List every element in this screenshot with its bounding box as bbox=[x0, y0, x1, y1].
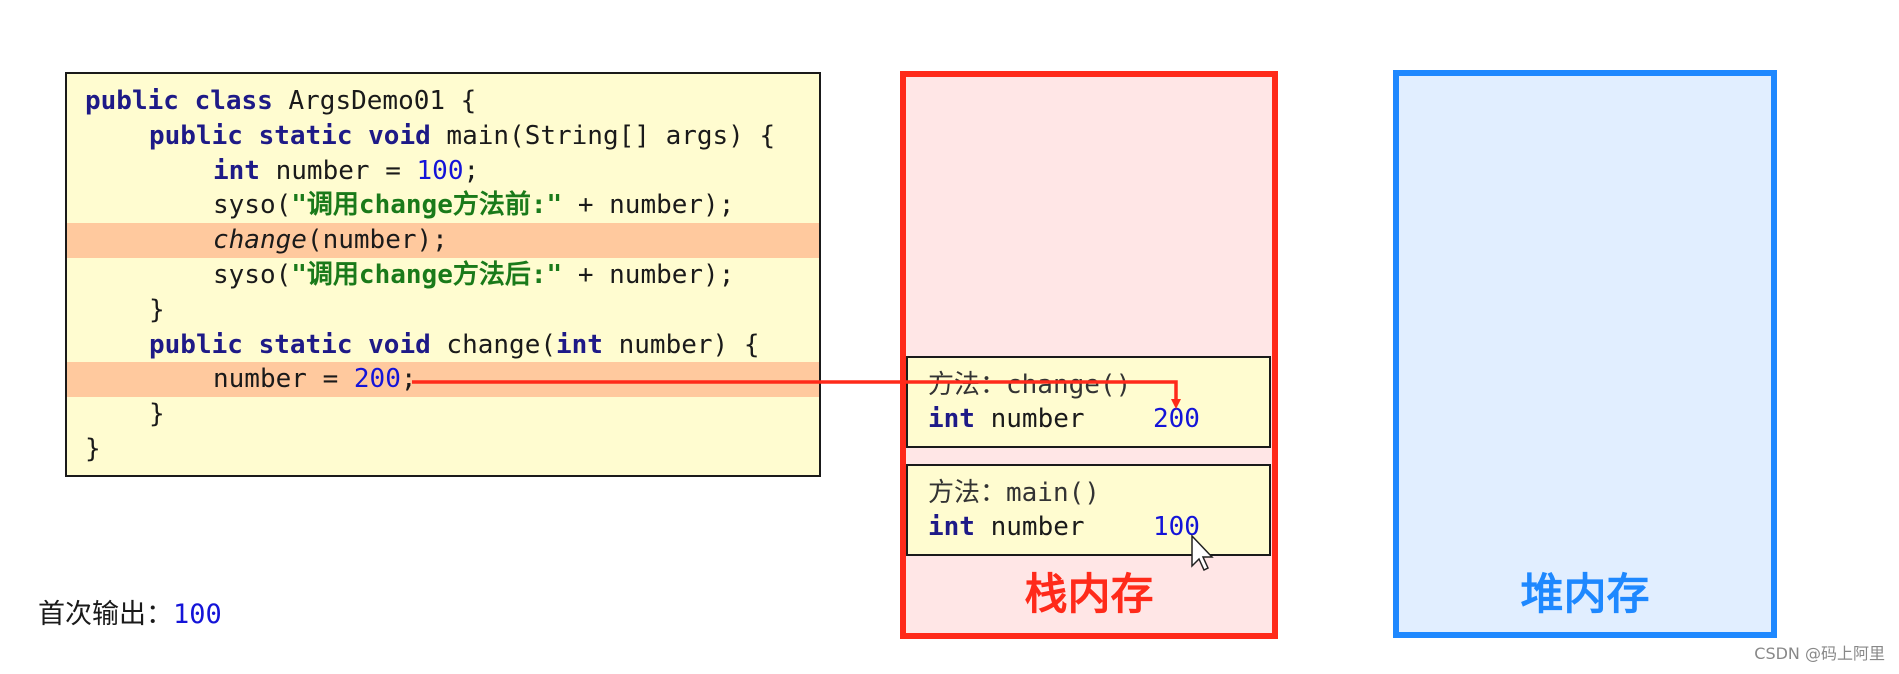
stack-frame-change: 方法：change() int number 200 bbox=[906, 356, 1271, 448]
frame-variable: int number bbox=[928, 510, 1085, 544]
frame-var-value: 100 bbox=[1153, 512, 1200, 542]
code-token: public class bbox=[85, 86, 289, 116]
code-token: change bbox=[213, 225, 307, 256]
code-token: "调用change方法前:" bbox=[291, 190, 563, 221]
code-line: syso("调用change方法后:" + number); bbox=[67, 258, 819, 293]
code-token: (number); bbox=[306, 225, 448, 256]
first-output: 首次输出：100 bbox=[38, 592, 222, 631]
code-token: change( bbox=[446, 329, 556, 360]
frame-var-value: 200 bbox=[1153, 404, 1200, 434]
code-token: number = bbox=[275, 155, 417, 186]
code-token: syso( bbox=[213, 260, 292, 290]
code-token: ; bbox=[463, 155, 480, 186]
frame-variable: int number bbox=[928, 402, 1085, 436]
code-line: int number = 100; bbox=[67, 154, 819, 189]
code-token: } bbox=[149, 294, 165, 325]
code-token: ; bbox=[400, 364, 417, 395]
code-token: } bbox=[149, 399, 165, 430]
heap-memory bbox=[1393, 70, 1777, 638]
frame-var-name: number bbox=[974, 404, 1085, 434]
code-line: syso("调用change方法前:" + number); bbox=[67, 188, 819, 223]
code-token: + number); bbox=[562, 190, 735, 221]
code-token: public static void bbox=[149, 120, 447, 151]
frame-var-type: int bbox=[928, 512, 975, 542]
code-panel: public class ArgsDemo01 {public static v… bbox=[65, 72, 821, 477]
frame-method-label: 方法：change() bbox=[928, 370, 1132, 400]
code-line: public class ArgsDemo01 { bbox=[67, 84, 819, 119]
code-token: "调用change方法后:" bbox=[291, 260, 563, 290]
code-token: 200 bbox=[353, 364, 401, 395]
output-label: 首次输出： bbox=[38, 599, 173, 630]
frame-var-type: int bbox=[928, 404, 975, 434]
code-token: number) { bbox=[602, 329, 760, 360]
code-token: main(String[] args) { bbox=[446, 120, 776, 151]
code-token: ArgsDemo01 { bbox=[288, 86, 477, 116]
code-token: 100 bbox=[416, 155, 464, 186]
code-token: public static void bbox=[149, 329, 447, 360]
code-line: number = 200; bbox=[67, 362, 819, 398]
code-line: public static void main(String[] args) { bbox=[67, 119, 819, 154]
stack-title: 栈内存 bbox=[1024, 570, 1154, 620]
code-token: syso( bbox=[213, 190, 292, 221]
code-line: change(number); bbox=[67, 223, 819, 259]
code-line: } bbox=[67, 293, 819, 328]
code-token: int bbox=[213, 155, 276, 186]
code-line: public static void change(int number) { bbox=[67, 328, 819, 363]
heap-title: 堆内存 bbox=[1520, 570, 1650, 620]
code-token: int bbox=[556, 329, 603, 360]
frame-method-label: 方法：main() bbox=[928, 478, 1100, 508]
code-token: } bbox=[85, 434, 101, 464]
code-line: } bbox=[67, 432, 819, 467]
stack-frame-main: 方法：main() int number 100 bbox=[906, 464, 1271, 556]
frame-var-name: number bbox=[974, 512, 1085, 542]
code-token: + number); bbox=[562, 260, 735, 290]
output-value: 100 bbox=[173, 599, 222, 630]
code-token: number = bbox=[213, 364, 354, 395]
watermark: CSDN @码上阿里 bbox=[1754, 644, 1885, 663]
code-line: } bbox=[67, 397, 819, 432]
